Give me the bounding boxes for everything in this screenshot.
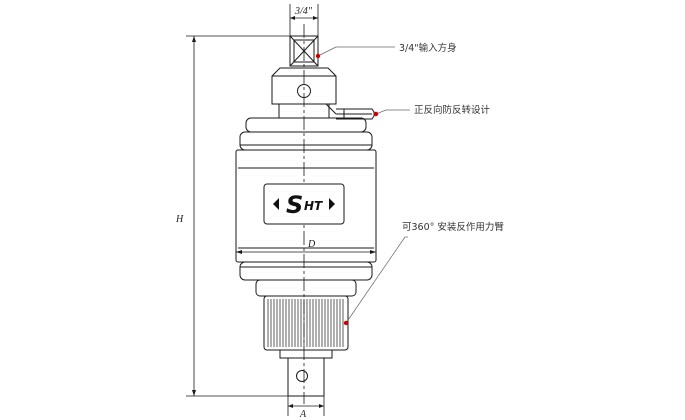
dimension-top-width-label: 3/4" bbox=[294, 6, 313, 17]
dimension-height-label: H bbox=[175, 214, 184, 225]
upper-rings bbox=[239, 117, 373, 151]
output-square-drive bbox=[279, 349, 333, 397]
dimension-diameter-label: D bbox=[307, 239, 316, 250]
callout-anti-reverse: 正反向防反转设计 bbox=[373, 104, 491, 117]
lower-rings bbox=[239, 261, 373, 297]
callout-input-square: 3/4"输入方身 bbox=[315, 42, 457, 59]
knurled-reaction-ring bbox=[263, 295, 349, 351]
dimension-bottom-width-label: A bbox=[299, 409, 307, 420]
callout-reaction-arm: 可360° 安装反作用力臂 bbox=[343, 221, 504, 326]
logo-label: S HT bbox=[263, 183, 345, 225]
anti-reverse-pin bbox=[325, 103, 375, 120]
callout-label-anti-reverse: 正反向防反转设计 bbox=[414, 104, 491, 116]
logo-letter-s: S bbox=[286, 191, 303, 219]
logo-letters-ht: HT bbox=[304, 199, 323, 213]
callout-label-input-square: 3/4"输入方身 bbox=[399, 42, 457, 54]
callout-label-reaction-arm: 可360° 安装反作用力臂 bbox=[402, 221, 504, 233]
